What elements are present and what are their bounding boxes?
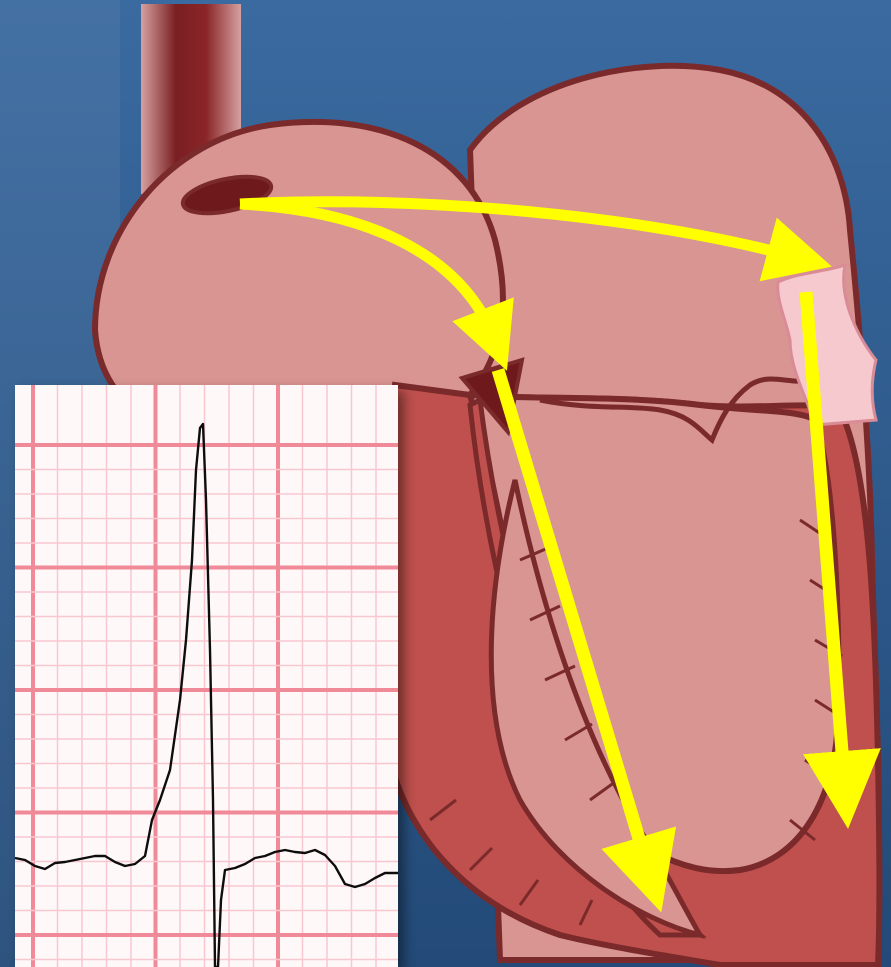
ecg-strip [15,385,398,967]
ecg-paper [15,385,398,967]
